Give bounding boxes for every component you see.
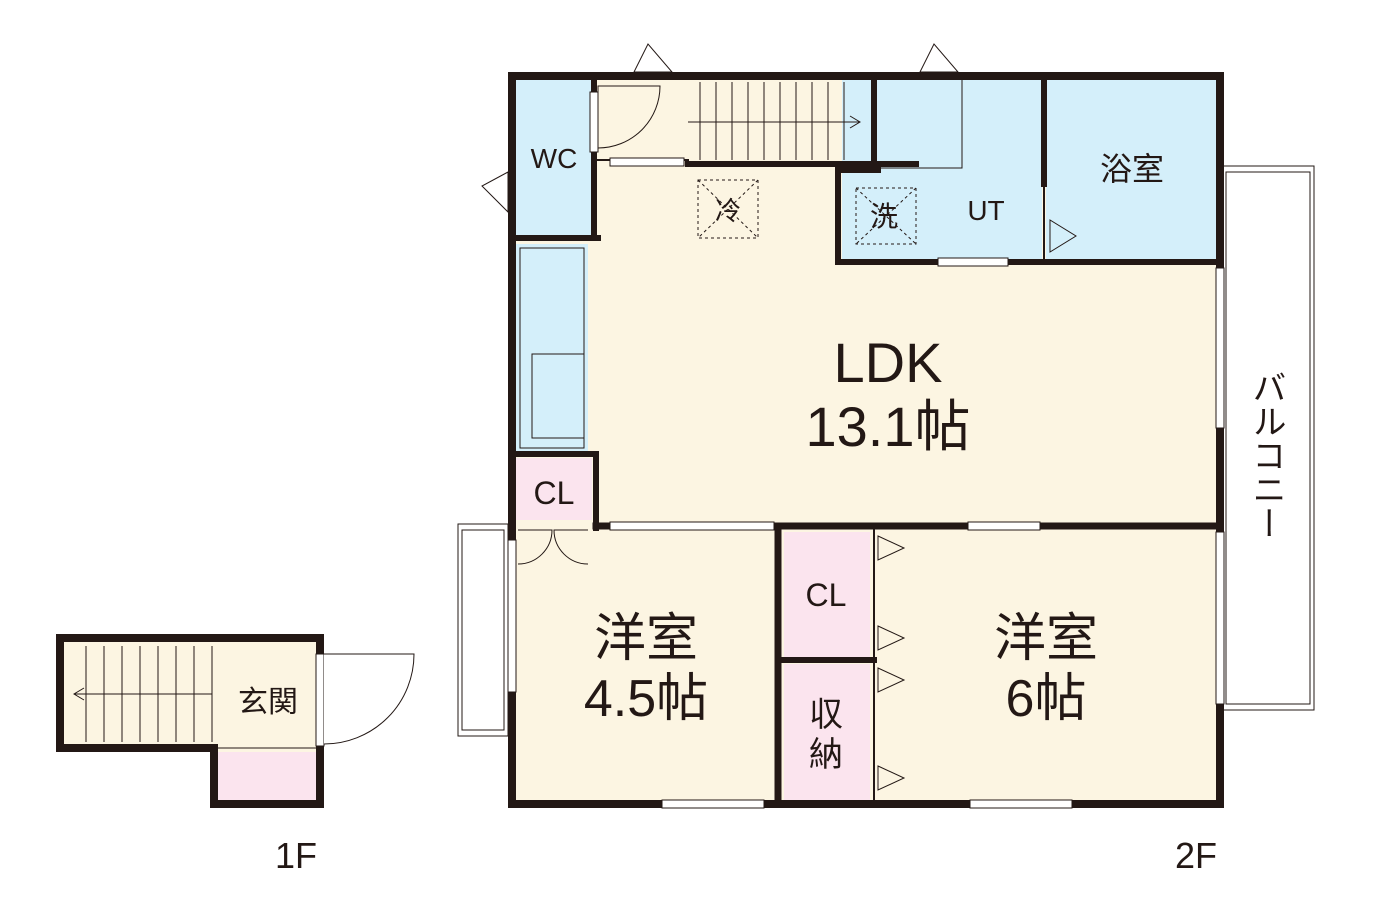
closet-east	[784, 532, 870, 658]
east-room-size: 6帖	[1006, 670, 1087, 728]
fridge-label: 冷	[715, 196, 741, 226]
bath-label: 浴室	[1100, 151, 1164, 187]
washer-label: 洗	[870, 201, 898, 232]
ut-label: UT	[967, 195, 1004, 226]
stairs-2f	[688, 82, 861, 160]
west-room-size: 4.5帖	[584, 670, 708, 728]
bath-room	[1046, 78, 1216, 260]
cl-east-label: CL	[806, 577, 847, 613]
cl-ldk-label: CL	[534, 475, 575, 511]
windows-2f	[507, 91, 1225, 809]
storage	[784, 664, 870, 800]
wc-room	[516, 78, 594, 236]
kitchen-details	[519, 247, 585, 449]
walls-2f	[508, 72, 1224, 808]
balcony-label: バルコニー	[1247, 370, 1285, 540]
storage-label-1: 収	[809, 696, 843, 734]
ldk-size: 13.1帖	[806, 395, 971, 458]
east-room-name: 洋室	[994, 610, 1098, 668]
wc-label: WC	[531, 143, 578, 174]
ldk-name: LDK	[834, 331, 943, 394]
storage-label-2: 納	[809, 736, 843, 774]
balcony-west	[457, 523, 509, 737]
floor-1f	[56, 634, 415, 808]
labels: WC 浴室 UT 冷 洗 LDK 13.1帖 CL 洋室 4.5帖 CL 収 納…	[238, 143, 1285, 876]
floor-label-2f: 2F	[1175, 835, 1217, 876]
closet-ldk	[516, 458, 592, 520]
doors-2f	[481, 43, 1077, 791]
kitchen-counter	[516, 244, 588, 452]
washer-space	[855, 187, 917, 245]
entrance-label: 玄関	[238, 686, 298, 719]
balcony-east	[1221, 165, 1315, 711]
fridge-space	[697, 179, 759, 239]
floor-label-1f: 1F	[275, 835, 317, 876]
west-room-name: 洋室	[594, 610, 698, 668]
